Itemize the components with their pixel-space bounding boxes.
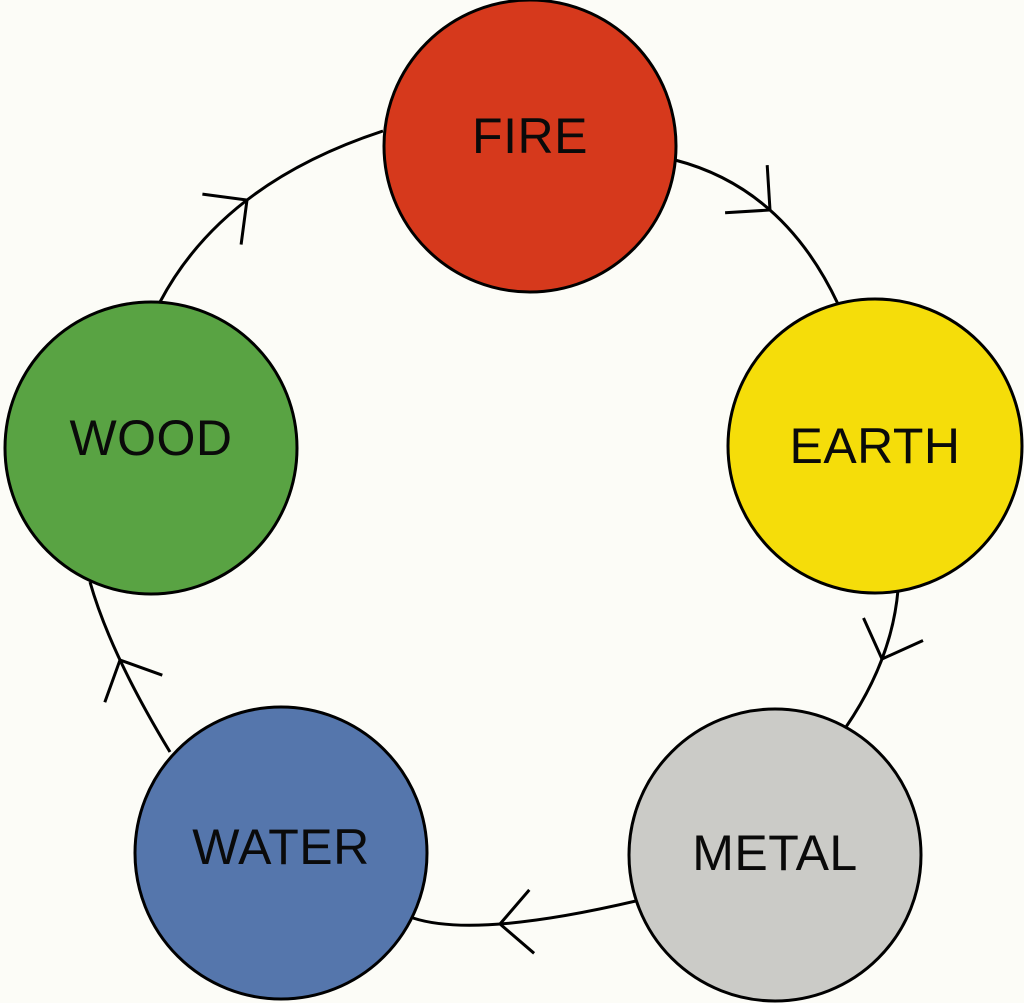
arrowhead-wood-to-fire-icon (202, 192, 249, 245)
node-metal-circle (627, 707, 923, 1003)
arrowhead-water-to-wood-icon (103, 658, 163, 703)
node-fire-circle (382, 0, 678, 294)
node-wood-label: WOOD (69, 410, 232, 466)
arrow-metal-to-water (412, 899, 637, 927)
arrowhead-earth-to-metal-icon (862, 617, 924, 661)
arrow-water-to-wood (88, 581, 172, 753)
node-water-circle (133, 705, 429, 1001)
arrowhead-fire-to-earth-icon (725, 165, 772, 215)
node-metal-label: METAL (692, 825, 858, 881)
node-earth-circle (726, 297, 1024, 595)
node-wood: WOOD (3, 300, 299, 596)
arrow-fire-to-earth (674, 158, 840, 305)
node-fire-label: FIRE (472, 108, 588, 164)
arrowhead-metal-to-water-icon (497, 888, 536, 955)
node-water-label: WATER (192, 819, 369, 875)
node-earth-label: EARTH (789, 418, 960, 474)
node-metal: METAL (627, 707, 923, 1003)
arrow-wood-to-fire (158, 129, 384, 303)
node-fire: FIRE (382, 0, 678, 294)
node-earth: EARTH (726, 297, 1024, 595)
node-water: WATER (133, 705, 429, 1001)
arrow-earth-to-metal (844, 589, 900, 728)
node-wood-circle (3, 300, 299, 596)
